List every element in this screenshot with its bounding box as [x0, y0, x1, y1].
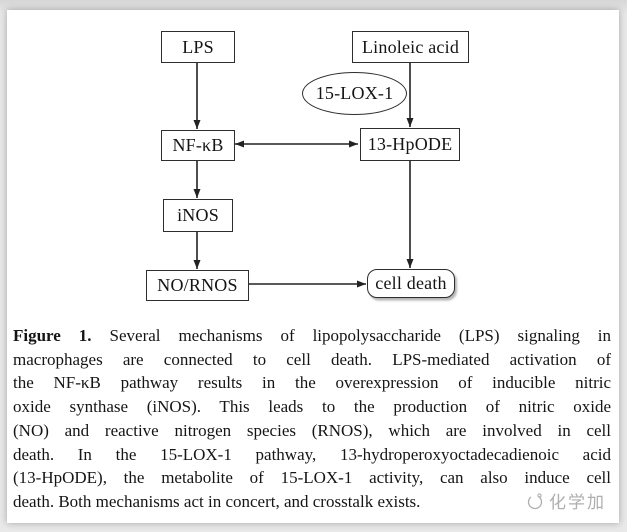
caption-line-text: Several mechanisms of lipopolysaccharide… — [109, 326, 612, 345]
caption-line: macrophages are connected to cell death.… — [13, 349, 611, 369]
node-nfkb: NF-κB — [161, 130, 235, 161]
node-lps: LPS — [161, 31, 235, 63]
watermark: 化学加 — [525, 488, 606, 513]
caption-line: (13-HpODE), the metabolite of 15-LOX-1 a… — [13, 468, 611, 488]
caption-line: the NF-κB pathway results in the overexp… — [13, 373, 611, 393]
node-cell-death: cell death — [367, 269, 455, 298]
node-inos: iNOS — [163, 199, 233, 232]
caption-line: Figure 1. Several mechanisms of lipopoly… — [13, 324, 611, 348]
node-nfkb-label: NF-κB — [172, 135, 224, 155]
node-no-rnos: NO/RNOS — [146, 270, 249, 301]
node-cell-death-label: cell death — [375, 273, 447, 293]
node-linoleic-acid: Linoleic acid — [352, 31, 469, 63]
caption-line: oxide synthase (iNOS). This leads to the… — [13, 397, 611, 417]
node-no-rnos-label: NO/RNOS — [157, 275, 238, 295]
node-lps-label: LPS — [182, 36, 214, 57]
node-15-lox-1: 15-LOX-1 — [302, 72, 407, 115]
node-linoleic-acid-label: Linoleic acid — [361, 36, 460, 57]
figure-label: Figure 1. — [13, 326, 92, 345]
node-13-hpode-label: 13-HpODE — [367, 134, 453, 154]
node-15-lox-1-label: 15-LOX-1 — [315, 83, 394, 103]
watermark-logo-icon — [527, 492, 543, 509]
pathway-arrows — [193, 62, 414, 288]
figure-card: LPS Linoleic acid 15-LOX-1 NF-κB 13-HpOD… — [7, 10, 619, 523]
caption-line: (NO) and reactive nitrogen species (RNOS… — [13, 420, 611, 440]
pathway-diagram: LPS Linoleic acid 15-LOX-1 NF-κB 13-HpOD… — [7, 10, 619, 322]
caption-line: death. In the 15-LOX-1 pathway, 13-hydro… — [13, 444, 611, 464]
watermark-text: 化学加 — [549, 493, 606, 513]
node-inos-label: iNOS — [177, 205, 219, 225]
node-13-hpode: 13-HpODE — [360, 128, 460, 161]
caption-line: death. Both mechanisms act in concert, a… — [13, 491, 421, 511]
figure-caption: Figure 1. Several mechanisms of lipopoly… — [13, 324, 611, 514]
